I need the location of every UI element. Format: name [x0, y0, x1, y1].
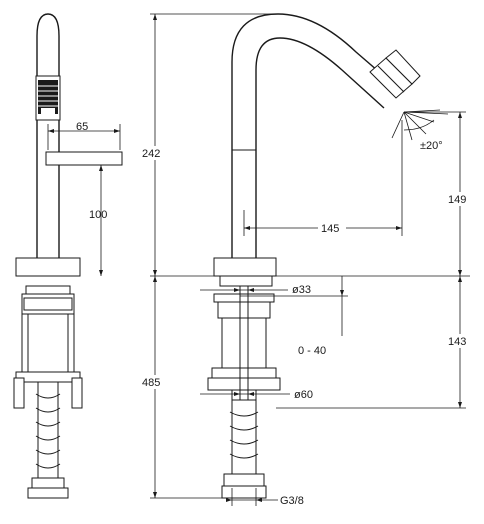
front-view-spout-tip	[369, 49, 421, 99]
spray-rays: ±20°	[391, 109, 449, 152]
dim-spout-reach: 145	[243, 120, 403, 236]
dim-total-height-upper: 242	[140, 13, 276, 276]
label-base-diameter: ø33	[292, 284, 311, 296]
dim-nut-diameter: ø60	[200, 389, 313, 401]
dim-handle-height: 100	[89, 165, 107, 276]
label-total-height-upper: 242	[142, 148, 160, 160]
dim-mount-depth: 143	[276, 276, 476, 409]
label-nut-diameter: ø60	[294, 389, 313, 401]
label-thread: G3/8	[280, 495, 304, 507]
label-mount-depth: 143	[448, 336, 466, 348]
front-view-base	[213, 257, 277, 277]
side-view-mounting	[13, 285, 83, 499]
dim-total-height-lower: 485	[140, 276, 222, 499]
label-spout-reach: 145	[321, 223, 339, 235]
label-total-height-lower: 485	[142, 377, 160, 389]
dim-base-diameter: ø33	[200, 284, 311, 296]
side-view: 65 100	[13, 13, 123, 499]
dim-thread: G3/8	[226, 488, 304, 507]
label-handle-reach: 65	[76, 121, 88, 133]
label-spray-angle: ±20°	[420, 140, 443, 152]
front-view: ±20°	[207, 13, 449, 499]
dim-handle-reach: 65	[47, 121, 121, 150]
dim-spout-height: 149	[410, 111, 476, 276]
label-clamp-range: 0 - 40	[298, 345, 326, 357]
front-view-mounting	[207, 286, 281, 499]
side-view-aerator	[35, 75, 61, 121]
side-view-handle-lever	[45, 151, 123, 166]
side-view-top-cap	[36, 13, 60, 37]
label-handle-height: 100	[89, 209, 107, 221]
front-view-spout-outer	[231, 13, 401, 258]
dim-clamp-range: 0 - 40	[240, 276, 348, 357]
side-view-base-flange	[15, 257, 81, 277]
label-spout-height: 149	[448, 194, 466, 206]
front-view-spout-inner	[255, 37, 385, 258]
